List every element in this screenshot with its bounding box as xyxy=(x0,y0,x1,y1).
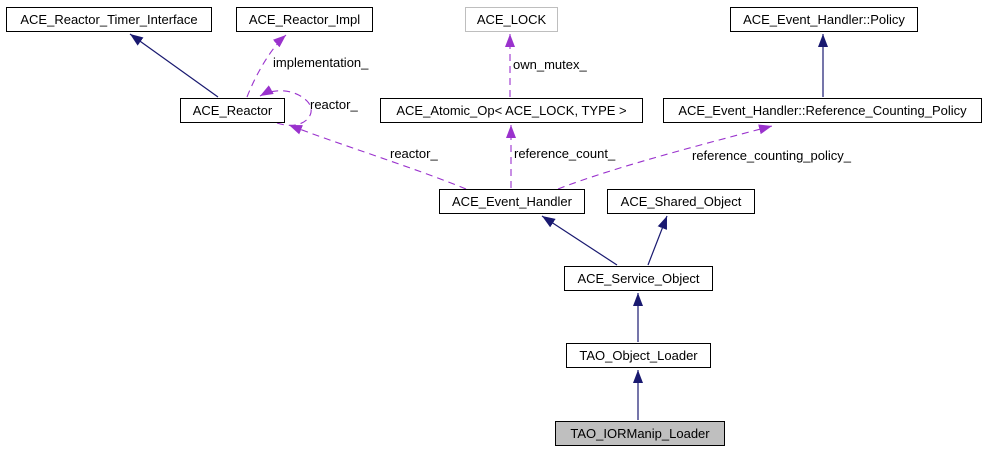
node-tao-object-loader[interactable]: TAO_Object_Loader xyxy=(566,343,711,368)
node-ace-reactor[interactable]: ACE_Reactor xyxy=(180,98,285,123)
inheritance-edge-ace-service-object-to-ace-event-handler xyxy=(541,215,618,266)
node-ace-shared-object[interactable]: ACE_Shared_Object xyxy=(607,189,755,214)
node-ace-event-handler-reference-counting-policy[interactable]: ACE_Event_Handler::Reference_Counting_Po… xyxy=(663,98,982,123)
node-label: ACE_Reactor xyxy=(192,103,273,118)
node-ace-atomic-op[interactable]: ACE_Atomic_Op< ACE_LOCK, TYPE > xyxy=(380,98,643,123)
usage-edge-ace-event-handler-to-ace-reactor xyxy=(288,124,467,190)
node-label: ACE_Atomic_Op< ACE_LOCK, TYPE > xyxy=(396,103,627,118)
edge-label-implementation: implementation_ xyxy=(273,55,369,70)
inheritance-edge-ace-service-object-to-ace-shared-object xyxy=(647,215,668,266)
usage-edge-ace-reactor-to-ace-reactor-impl xyxy=(246,34,287,98)
node-label: ACE_Service_Object xyxy=(577,271,700,286)
node-ace-reactor-impl[interactable]: ACE_Reactor_Impl xyxy=(236,7,373,32)
node-label: ACE_Reactor_Impl xyxy=(248,12,361,27)
edge-label-reference-count: reference_count_ xyxy=(514,146,616,161)
node-ace-event-handler-policy[interactable]: ACE_Event_Handler::Policy xyxy=(730,7,918,32)
node-ace-service-object[interactable]: ACE_Service_Object xyxy=(564,266,713,291)
node-label: TAO_IORManip_Loader xyxy=(570,426,710,441)
node-label: ACE_LOCK xyxy=(476,12,547,27)
edge-label-reference-counting-policy: reference_counting_policy_ xyxy=(692,148,851,163)
usage-edge-ace-event-handler-to-ace-event-handler-reference-counting-policy xyxy=(557,124,773,190)
node-label: ACE_Event_Handler::Reference_Counting_Po… xyxy=(678,103,967,118)
usage-edge-ace-reactor-to-ace-reactor xyxy=(259,85,312,126)
node-label: ACE_Reactor_Timer_Interface xyxy=(20,12,198,27)
node-ace-event-handler[interactable]: ACE_Event_Handler xyxy=(439,189,585,214)
edge-label-own-mutex: own_mutex_ xyxy=(513,57,587,72)
node-label: ACE_Shared_Object xyxy=(620,194,742,209)
node-label: ACE_Event_Handler xyxy=(452,194,572,209)
node-label: ACE_Event_Handler::Policy xyxy=(743,12,905,27)
edge-label-reactor: reactor_ xyxy=(310,97,358,112)
node-ace-lock: ACE_LOCK xyxy=(465,7,558,32)
edge-label-reactor: reactor_ xyxy=(390,146,438,161)
node-label: TAO_Object_Loader xyxy=(579,348,698,363)
node-tao-iormanip-loader: TAO_IORManip_Loader xyxy=(555,421,725,446)
inheritance-edge-ace-reactor-to-ace-reactor-timer-interface xyxy=(129,33,219,98)
node-ace-reactor-timer-interface[interactable]: ACE_Reactor_Timer_Interface xyxy=(6,7,212,32)
